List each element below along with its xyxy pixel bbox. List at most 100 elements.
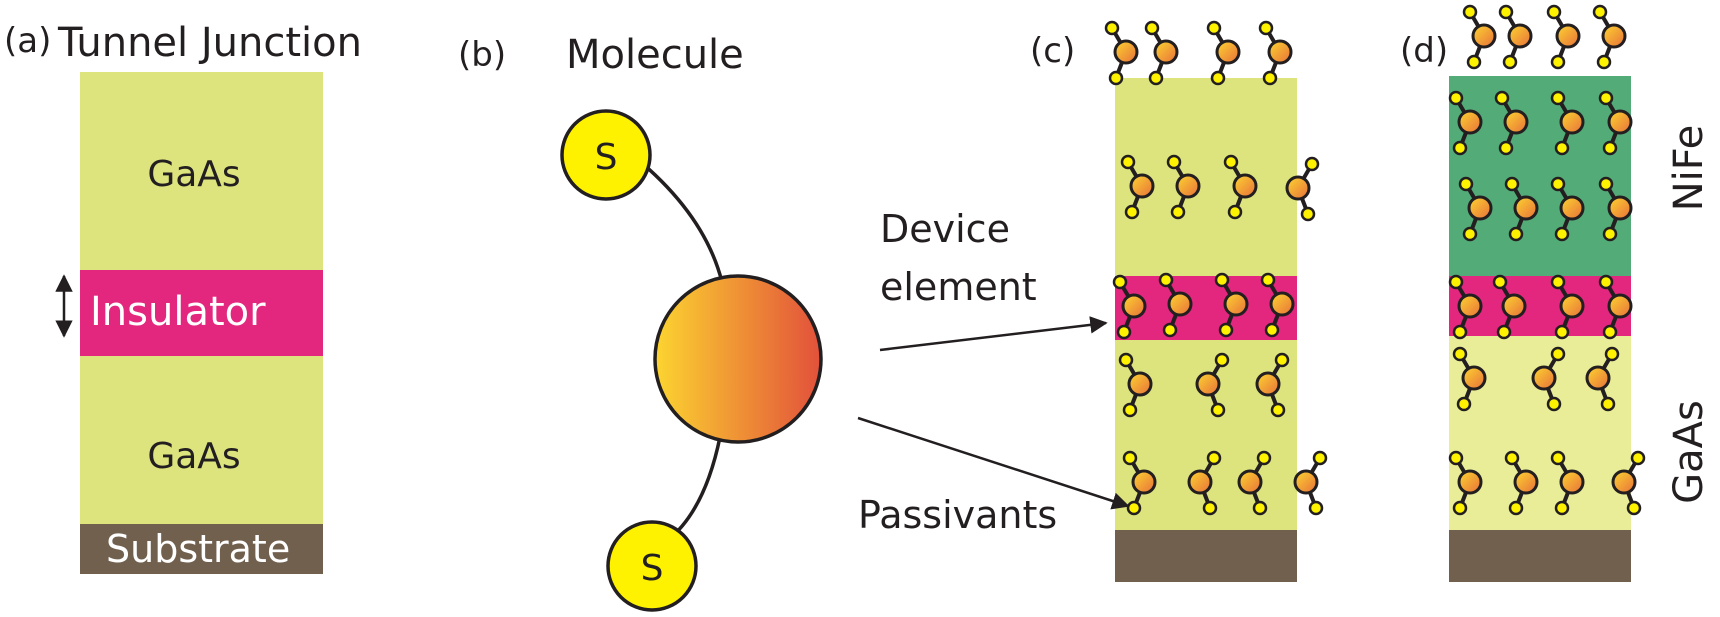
passivant-sulfur — [1504, 176, 1520, 192]
gaas-bottom-layer — [80, 356, 323, 524]
passivant-sulfur — [1206, 450, 1222, 466]
passivant-core — [1467, 195, 1493, 221]
passivant-core — [1531, 365, 1557, 391]
passivant-sulfur — [1462, 226, 1478, 242]
passivant-sulfur — [1124, 204, 1140, 220]
passivant-molecule — [1498, 4, 1533, 70]
passivant-core — [1267, 39, 1293, 65]
passivant-sulfur — [1504, 450, 1520, 466]
passivant-core — [1237, 469, 1263, 495]
passivant-sulfur — [1550, 90, 1566, 106]
passivant-sulfur — [1498, 140, 1514, 156]
passivant-molecule — [1550, 274, 1585, 340]
passivant-core — [1507, 23, 1533, 49]
passivant-molecule — [1452, 346, 1487, 412]
panel-a: (a) Tunnel Junction GaAs Insulator GaAs … — [4, 20, 362, 574]
passivant-molecule — [1187, 450, 1222, 516]
passivant-core — [1607, 109, 1633, 135]
passivant-sulfur — [1256, 450, 1272, 466]
passivant-sulfur — [1264, 322, 1280, 338]
passivant-core — [1113, 39, 1139, 65]
passivant-sulfur — [1227, 204, 1243, 220]
passivant-molecule — [1598, 176, 1633, 242]
passivant-sulfur — [1602, 324, 1618, 340]
passivant-core — [1607, 195, 1633, 221]
passivant-sulfur — [1210, 402, 1226, 418]
panel-b: (b) Molecule S S — [458, 32, 823, 612]
passivant-sulfur — [1466, 54, 1482, 70]
passivant-sulfur — [1166, 154, 1182, 170]
passivant-sulfur — [1118, 352, 1134, 368]
passivant-molecule — [1223, 154, 1258, 220]
passivant-core — [1285, 175, 1311, 201]
gaas-side-label: GaAs — [1666, 400, 1712, 504]
passivant-sulfur — [1496, 324, 1512, 340]
gaas-top-label: GaAs — [147, 154, 240, 195]
passivant-core — [1293, 469, 1319, 495]
passivant-core — [1457, 469, 1483, 495]
passivant-core — [1167, 291, 1193, 317]
passivant-molecule — [1585, 346, 1620, 412]
passivant-sulfur — [1144, 20, 1160, 36]
passivant-core — [1121, 293, 1147, 319]
passivant-core — [1131, 469, 1157, 495]
passivant-sulfur — [1148, 70, 1164, 86]
passivant-core — [1501, 293, 1527, 319]
molecule-core — [653, 274, 823, 444]
passivant-molecule — [1214, 272, 1249, 338]
passivant-sulfur — [1602, 140, 1618, 156]
passivant-sulfur — [1448, 274, 1464, 290]
passivant-core — [1559, 469, 1585, 495]
passivant-sulfur — [1550, 54, 1566, 70]
passivant-molecule — [1122, 450, 1157, 516]
passivant-sulfur — [1554, 140, 1570, 156]
passivant-core — [1461, 365, 1487, 391]
passivant-sulfur — [1554, 226, 1570, 242]
passivant-sulfur — [1448, 90, 1464, 106]
passivant-sulfur — [1120, 154, 1136, 170]
passivant-sulfur — [1550, 346, 1566, 362]
passivant-core — [1471, 23, 1497, 49]
panel-c-substrate — [1115, 530, 1297, 582]
passivant-molecule — [1462, 4, 1497, 70]
passivant-core — [1255, 371, 1281, 397]
passivant-molecule — [1550, 450, 1585, 516]
passivant-core — [1175, 173, 1201, 199]
panel-a-title: Tunnel Junction — [57, 20, 362, 66]
passivant-core — [1127, 371, 1153, 397]
passivant-sulfur — [1104, 20, 1120, 36]
passivant-sulfur — [1108, 70, 1124, 86]
passivant-sulfur — [1122, 450, 1138, 466]
sulfur-label-bottom: S — [641, 548, 664, 589]
passivant-sulfur — [1274, 352, 1290, 368]
panel-c-label: (c) — [1030, 31, 1075, 71]
passivant-sulfur — [1452, 346, 1468, 362]
passivant-sulfur — [1456, 396, 1472, 412]
substrate-label: Substrate — [106, 527, 290, 571]
passivant-core — [1195, 371, 1221, 397]
insulator-label: Insulator — [90, 289, 266, 335]
passivant-sulfur — [1258, 20, 1274, 36]
gaas-top-layer — [80, 72, 323, 270]
passivant-core — [1559, 109, 1585, 135]
gaas-bottom-label: GaAs — [147, 436, 240, 477]
passivant-core — [1187, 469, 1213, 495]
passivant-sulfur — [1458, 176, 1474, 192]
passivant-sulfur — [1452, 500, 1468, 516]
passivant-sulfur — [1308, 500, 1324, 516]
passivant-molecule — [1448, 90, 1483, 156]
passivant-molecule — [1237, 450, 1272, 516]
passivant-molecule — [1255, 352, 1290, 418]
passivant-core — [1513, 469, 1539, 495]
passivant-core — [1607, 293, 1633, 319]
passivant-sulfur — [1546, 396, 1562, 412]
passivant-sulfur — [1550, 450, 1566, 466]
passivant-sulfur — [1170, 204, 1186, 220]
passivant-sulfur — [1122, 402, 1138, 418]
passivant-sulfur — [1630, 450, 1646, 466]
passivant-sulfur — [1452, 140, 1468, 156]
passivant-sulfur — [1554, 500, 1570, 516]
passivant-sulfur — [1312, 450, 1328, 466]
